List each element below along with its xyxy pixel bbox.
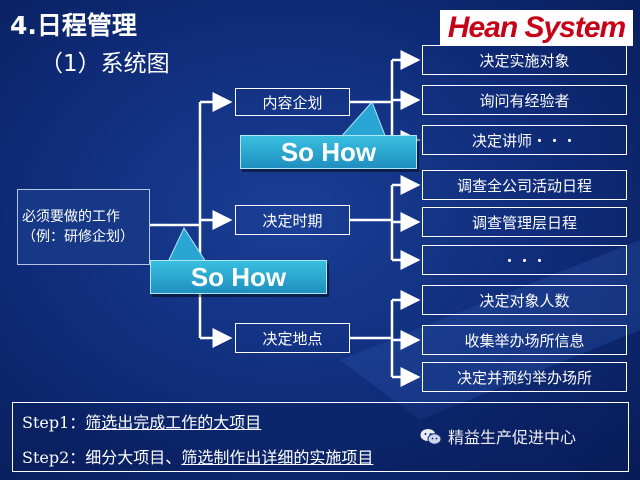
level2-item: ・・・	[422, 245, 627, 275]
step-2: Step2：细分大项目、筛选制作出详细的实施项目	[22, 444, 373, 468]
level1-decide-location: 决定地点	[235, 323, 350, 353]
step-1-prefix: Step1：	[22, 413, 86, 432]
level2-item: 决定实施对象	[422, 45, 627, 75]
level2-item: 决定讲师・・・	[422, 125, 627, 155]
level2-item: 收集举办场所信息	[422, 325, 627, 355]
slide-subtitle: （1）系统图	[40, 51, 170, 77]
level2-item: 决定并预约举办场所	[422, 362, 627, 392]
level2-item: 调查全公司活动日程	[422, 170, 627, 200]
step-1: Step1：筛选出完成工作的大项目	[22, 409, 261, 433]
level2-item: 调查管理层日程	[422, 207, 627, 237]
level2-item: 决定对象人数	[422, 285, 627, 315]
watermark-text: 精益生产促进中心	[448, 428, 577, 447]
watermark: 精益生产促进中心	[420, 424, 576, 450]
step-2-text: 细分大项目、	[85, 448, 182, 467]
company-logo: Hean System	[440, 10, 633, 46]
root-task-box: 必须要做的工作（例：研修企划）	[17, 189, 150, 265]
steps-box	[12, 402, 629, 472]
level1-content-planning: 内容企划	[235, 88, 350, 116]
step-1-underlined: 筛选出完成工作的大项目	[85, 413, 262, 432]
so-how-callout-1: So How	[240, 135, 417, 169]
so-how-callout-2: So How	[150, 260, 327, 294]
step-2-underlined: 筛选制作出详细的实施项目	[181, 448, 374, 467]
level1-decide-period: 决定时期	[235, 205, 350, 235]
wechat-icon	[420, 428, 442, 450]
slide-title: 4.日程管理	[10, 11, 137, 40]
step-2-prefix: Step2：	[22, 448, 86, 467]
level2-item: 询问有经验者	[422, 85, 627, 115]
